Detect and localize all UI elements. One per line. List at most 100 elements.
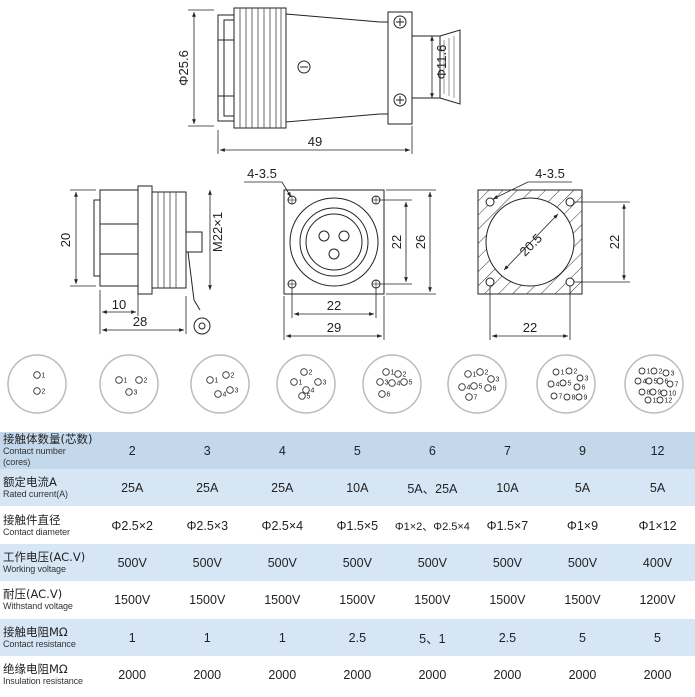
spec-cell: 1200V [639, 592, 676, 607]
pin-number: 10 [669, 391, 677, 398]
pin-contact [376, 378, 384, 386]
pin-layout-2: 12 [7, 354, 67, 414]
pin-number: 9 [584, 395, 588, 402]
spec-cell: 10A [346, 480, 369, 495]
spec-cell: 1 [128, 630, 136, 645]
pin-number: 3 [323, 380, 327, 387]
pin-number: 2 [42, 389, 46, 396]
spec-cell: 6 [428, 443, 436, 458]
spec-cell: 5A [649, 480, 666, 495]
pin-number: 1 [647, 369, 651, 376]
spec-cell: 1500V [414, 592, 451, 607]
pin-contact [206, 376, 214, 384]
pin-number: 2 [231, 373, 235, 380]
pin-contact [645, 377, 653, 385]
pin-contact [115, 376, 123, 384]
spec-cell: 5 [579, 630, 586, 645]
pin-contact [552, 368, 560, 376]
dim-side-diameter: Φ25.6 [176, 50, 191, 86]
technical-drawing: Φ25.6 Φ11.6 49 20 M22×1 10 28 [7, 7, 684, 414]
spec-row-label: 工作电压(AC.V)Working voltage [0, 544, 95, 581]
spec-cell: Φ1×12 [638, 518, 677, 533]
pin-number: 2 [144, 378, 148, 385]
pin-contact [656, 377, 664, 385]
pin-contact [378, 390, 386, 398]
spec-cell: 2000 [568, 667, 597, 682]
spec-cell: 1500V [489, 592, 526, 607]
pin-number: 1 [391, 370, 395, 377]
spec-cell: Φ2.5×3 [186, 518, 229, 533]
pin-number: 4 [311, 388, 315, 395]
spec-label-zh: 额定电流A [3, 474, 57, 489]
spec-cell: 12 [650, 443, 665, 458]
spec-cell: 25A [196, 480, 219, 495]
dim-total-length: 49 [308, 134, 322, 149]
pin-contact [563, 393, 571, 401]
pin-contact [458, 383, 466, 391]
pin-contact [576, 374, 584, 382]
pin-face-outline [99, 354, 159, 414]
dim-flange-height: 26 [413, 235, 428, 249]
pin-number: 2 [403, 372, 407, 379]
spec-label-zh: 接触电阻MΩ [3, 624, 68, 639]
spec-cell: 500V [567, 555, 598, 570]
pin-number: 6 [493, 386, 497, 393]
pin-number: 4 [467, 385, 471, 392]
pin-contact [465, 393, 473, 401]
spec-cell: 2000 [118, 667, 147, 682]
spec-row-label: 接触体数量(芯数)Contact number (cores) [0, 432, 95, 469]
dim-flange-offset: 10 [112, 297, 126, 312]
pin-contact [634, 377, 642, 385]
spec-label-en: Contact diameter [3, 526, 70, 537]
pin-number: 3 [385, 380, 389, 387]
pin-contact [650, 367, 658, 375]
spec-cell: 5 [353, 443, 361, 458]
pin-contact [382, 368, 390, 376]
pin-number: 6 [665, 379, 669, 386]
pin-contact [656, 396, 664, 404]
dim-flange-width: 29 [327, 320, 341, 335]
spec-label-en: Contact number (cores) [3, 446, 66, 467]
spec-cell: 500V [192, 555, 222, 570]
spec-cell: 1 [278, 630, 286, 645]
spec-cell: 7 [503, 443, 511, 458]
pin-number: 11 [653, 398, 660, 405]
pin-number: 4 [556, 382, 560, 389]
pin-number: 4 [643, 379, 647, 386]
spec-cell: 3 [203, 443, 211, 458]
pin-contact [638, 367, 646, 375]
spec-cell: Φ2.5×4 [261, 518, 304, 533]
pin-contact [649, 388, 657, 396]
spec-cell: 1500V [189, 592, 226, 607]
spec-cell: 2000 [493, 667, 522, 682]
pin-contact [222, 371, 230, 379]
spec-cell: 4 [278, 443, 286, 458]
pin-number: 3 [496, 377, 500, 384]
pin-contact [470, 382, 478, 390]
pin-contact [547, 380, 555, 388]
spec-cell: 1 [203, 630, 211, 645]
pin-number: 3 [671, 371, 675, 378]
pin-contact [660, 389, 668, 397]
pin-number: 1 [215, 378, 219, 385]
dim-thread: M22×1 [210, 212, 225, 252]
spec-cell: 10A [496, 480, 519, 495]
pin-number: 3 [134, 390, 138, 397]
spec-cell: 400V [642, 555, 673, 570]
pin-number: 5 [654, 379, 658, 386]
pin-contact [573, 383, 581, 391]
spec-cell: 25A [121, 480, 144, 495]
pin-number: 3 [235, 388, 239, 395]
pin-number: 3 [585, 376, 589, 383]
pin-number: 1 [124, 378, 128, 385]
spec-cell: 2 [128, 443, 136, 458]
